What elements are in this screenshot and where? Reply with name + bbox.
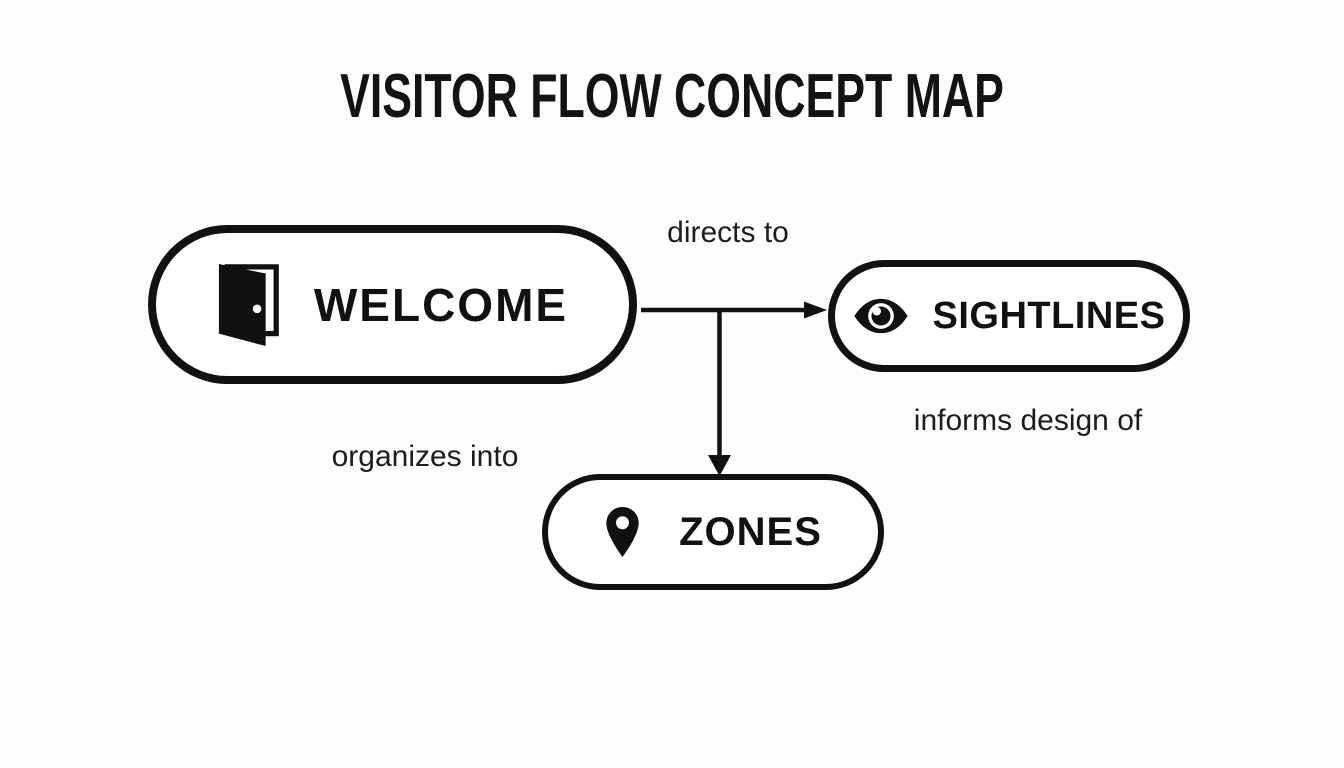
eye-icon <box>854 298 909 334</box>
map-pin-icon <box>606 507 639 557</box>
node-zones-label: ZONES <box>679 510 822 554</box>
node-zones: ZONES <box>542 474 884 590</box>
node-welcome-label: WELCOME <box>313 278 569 331</box>
node-sightlines-label: SIGHTLINES <box>932 295 1166 337</box>
edge-label-directs-to: directs to <box>667 216 789 249</box>
arrow-welcome-to-sightlines <box>641 301 827 319</box>
page-title: VISITOR FLOW CONCEPT MAP <box>340 62 1004 131</box>
node-welcome: WELCOME <box>148 225 637 384</box>
arrow-branch-to-zones <box>708 310 731 476</box>
node-sightlines: SIGHTLINES <box>828 260 1190 372</box>
edge-label-organizes-into: organizes into <box>331 440 519 473</box>
edge-label-informs-design-of: informs design of <box>913 404 1143 437</box>
door-open-icon <box>218 263 279 346</box>
